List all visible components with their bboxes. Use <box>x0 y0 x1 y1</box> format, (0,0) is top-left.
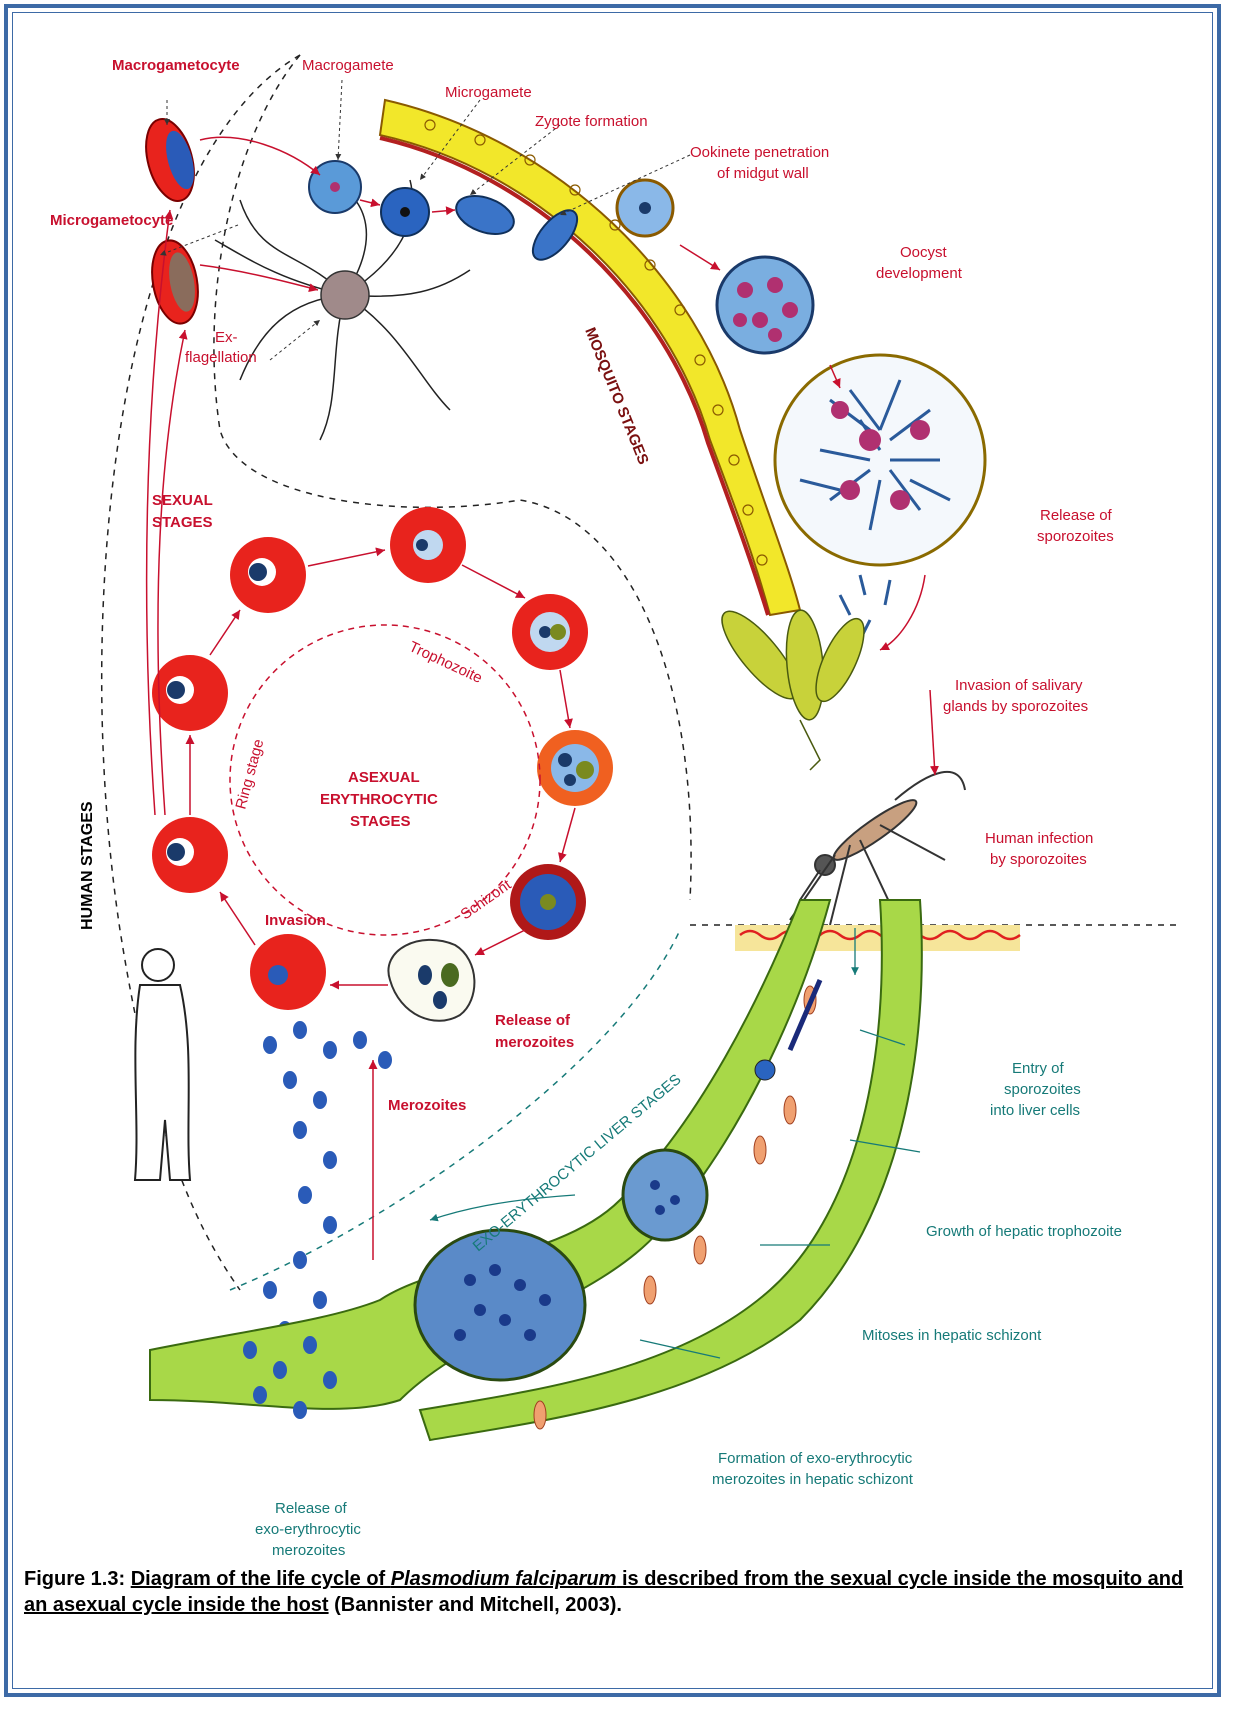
salivary-glands <box>711 601 874 770</box>
figure-caption: Figure 1.3: Diagram of the life cycle of… <box>24 1566 1204 1618</box>
label-microgamete: Microgamete <box>445 84 532 101</box>
rbc-ring-1 <box>152 817 228 893</box>
label-release-exo-line-1: Release of <box>275 1500 348 1517</box>
label-merozoites: Merozoites <box>388 1097 466 1114</box>
rbc-ring-2 <box>152 655 228 731</box>
label-macrogametocyte: Macrogametocyte <box>112 57 240 74</box>
rbc-schizont <box>510 864 586 940</box>
microgametocyte-cell <box>146 237 204 327</box>
caption-main-1: Diagram of the life cycle of <box>131 1568 391 1590</box>
label-human-infection-line-1: Human infection <box>985 830 1093 847</box>
hepatic-schizont-large <box>415 1230 585 1380</box>
label-release-merozoites-line-2: merozoites <box>495 1034 574 1051</box>
label-release-sporozoites-line-1: Release of <box>1040 507 1113 524</box>
skin-tissue <box>735 925 1020 951</box>
rbc-invasion <box>250 934 326 1010</box>
ookinete-cell <box>451 189 519 241</box>
rbc-trophozoite-2 <box>512 594 588 670</box>
label-oocyst-line-2: development <box>876 265 963 282</box>
caption-suffix: (Bannister and Mitchell, 2003). <box>329 1594 622 1616</box>
label-microgametocyte: Microgametocyte <box>50 212 173 229</box>
label-asexual-line-2: ERYTHROCYTIC <box>320 791 438 808</box>
label-schizont: Schizont <box>458 876 516 923</box>
label-growth-trophozoite: Growth of hepatic trophozoite <box>926 1223 1122 1240</box>
caption-species: Plasmodium falciparum <box>391 1568 617 1590</box>
label-oocyst-line-1: Oocyst <box>900 244 948 261</box>
label-salivary-line-1: Invasion of salivary <box>955 677 1083 694</box>
label-release-sporozoites-line-2: sporozoites <box>1037 528 1114 545</box>
hepatic-trophozoite <box>755 1060 775 1080</box>
label-formation-line-2: merozoites in hepatic schizont <box>712 1471 914 1488</box>
caption-prefix: Figure 1.3: <box>24 1568 131 1590</box>
label-formation-line-1: Formation of exo-erythrocytic <box>718 1450 913 1467</box>
label-exflagellation-line-1: Ex- <box>215 329 238 346</box>
label-entry-line-1: Entry of <box>1012 1060 1065 1077</box>
oocyst-development <box>717 257 813 353</box>
label-human-stages: HUMAN STAGES <box>79 801 96 930</box>
rbc-rupture <box>388 940 474 1021</box>
label-ring-stage: Ring stage <box>232 737 267 811</box>
label-macrogamete: Macrogamete <box>302 57 394 74</box>
label-asexual-line-3: STAGES <box>350 813 411 830</box>
macrogametocyte-cell <box>138 114 202 207</box>
label-trophozoite: Trophozoite <box>406 638 484 687</box>
label-human-infection-line-2: by sporozoites <box>990 851 1087 868</box>
label-entry-line-2: sporozoites <box>1004 1081 1081 1098</box>
label-sexual-stages-line-2: STAGES <box>152 514 213 531</box>
label-salivary-line-2: glands by sporozoites <box>943 698 1088 715</box>
hepatic-schizont-small <box>623 1150 707 1240</box>
label-mosquito-stages: MOSQUITO STAGES <box>581 325 652 467</box>
label-zygote-formation: Zygote formation <box>535 113 648 130</box>
human-figure <box>135 949 190 1180</box>
label-exflagellation-line-2: flagellation <box>185 349 257 366</box>
erythrocytic-cycle <box>152 507 613 1021</box>
label-ookinete-line-1: Ookinete penetration <box>690 144 829 161</box>
rbc-trophozoite-3 <box>537 730 613 806</box>
rbc-trophozoite-1 <box>390 507 466 583</box>
label-release-exo-line-3: merozoites <box>272 1542 345 1559</box>
rbc-ring-3 <box>230 537 306 613</box>
label-entry-line-3: into liver cells <box>990 1102 1080 1119</box>
label-ookinete-line-2: of midgut wall <box>717 165 809 182</box>
label-sexual-stages-line-1: SEXUAL <box>152 492 213 509</box>
label-release-merozoites-line-1: Release of <box>495 1012 571 1029</box>
label-release-exo-line-2: exo-erythrocytic <box>255 1521 361 1538</box>
exflagellating-cell <box>215 180 470 440</box>
mature-oocyst <box>775 355 985 565</box>
label-invasion: Invasion <box>265 912 326 929</box>
mosquito-region-boundary <box>214 55 691 900</box>
label-asexual-line-1: ASEXUAL <box>348 769 420 786</box>
label-mitoses: Mitoses in hepatic schizont <box>862 1327 1042 1344</box>
